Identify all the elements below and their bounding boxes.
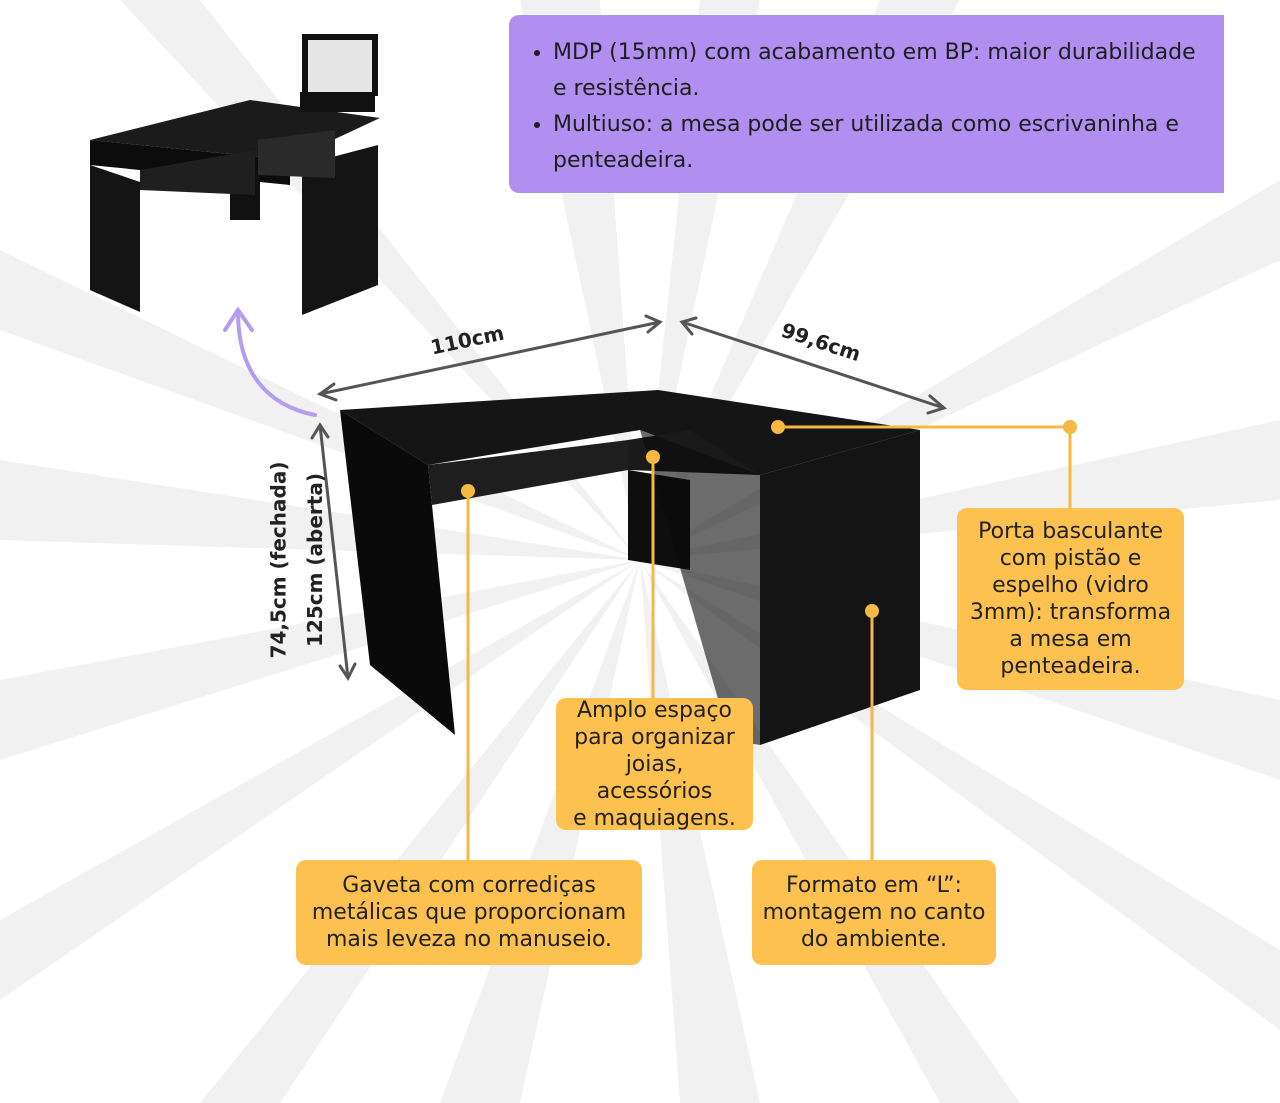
- l-desk-illustration: [340, 390, 920, 745]
- callout-l-shape-text: Formato em “L”: montagem no canto do amb…: [762, 873, 986, 952]
- callout-door-mirror-text: Porta basculante com pistão e espelho (v…: [969, 519, 1172, 679]
- features-info-box: MDP (15mm) com acabamento em BP: maior d…: [509, 15, 1224, 193]
- callout-storage-space-text: Amplo espaço para organizar joias, acess…: [573, 697, 736, 831]
- dimension-height-closed: 74,5cm (fechada): [266, 461, 291, 659]
- callout-door-mirror: Porta basculante com pistão e espelho (v…: [957, 508, 1184, 690]
- small-vanity-illustration: [90, 34, 380, 315]
- dimension-height-open: 125cm (aberta): [302, 473, 327, 647]
- feature-material: MDP (15mm) com acabamento em BP: maior d…: [553, 35, 1214, 107]
- purple-curved-arrow: [223, 306, 317, 417]
- features-list: MDP (15mm) com acabamento em BP: maior d…: [529, 35, 1214, 179]
- callout-drawer: Gaveta com corrediças metálicas que prop…: [296, 860, 642, 965]
- callout-drawer-text: Gaveta com corrediças metálicas que prop…: [311, 873, 627, 952]
- callout-l-shape: Formato em “L”: montagem no canto do amb…: [752, 860, 996, 965]
- callout-storage-space: Amplo espaço para organizar joias, acess…: [556, 697, 753, 831]
- callout-leaders: [461, 420, 1077, 862]
- feature-multiuse: Multiuso: a mesa pode ser utilizada como…: [553, 107, 1214, 179]
- dimension-arrows: [310, 314, 948, 681]
